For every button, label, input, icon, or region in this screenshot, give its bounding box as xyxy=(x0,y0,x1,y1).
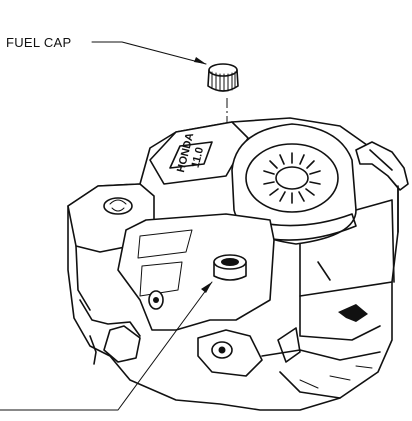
starter-handle xyxy=(355,141,409,233)
fuel-cap-part xyxy=(207,63,239,92)
model-badge-text: 11.0 xyxy=(190,146,207,169)
lower-leader xyxy=(0,281,213,411)
fuel-cap-label: FUEL CAP xyxy=(6,35,72,50)
engine-body: HONDA 11.0 xyxy=(67,117,409,411)
fuel-filler-neck xyxy=(213,254,247,281)
fuel-cap-leader xyxy=(91,41,207,65)
recoil-starter xyxy=(231,123,357,245)
